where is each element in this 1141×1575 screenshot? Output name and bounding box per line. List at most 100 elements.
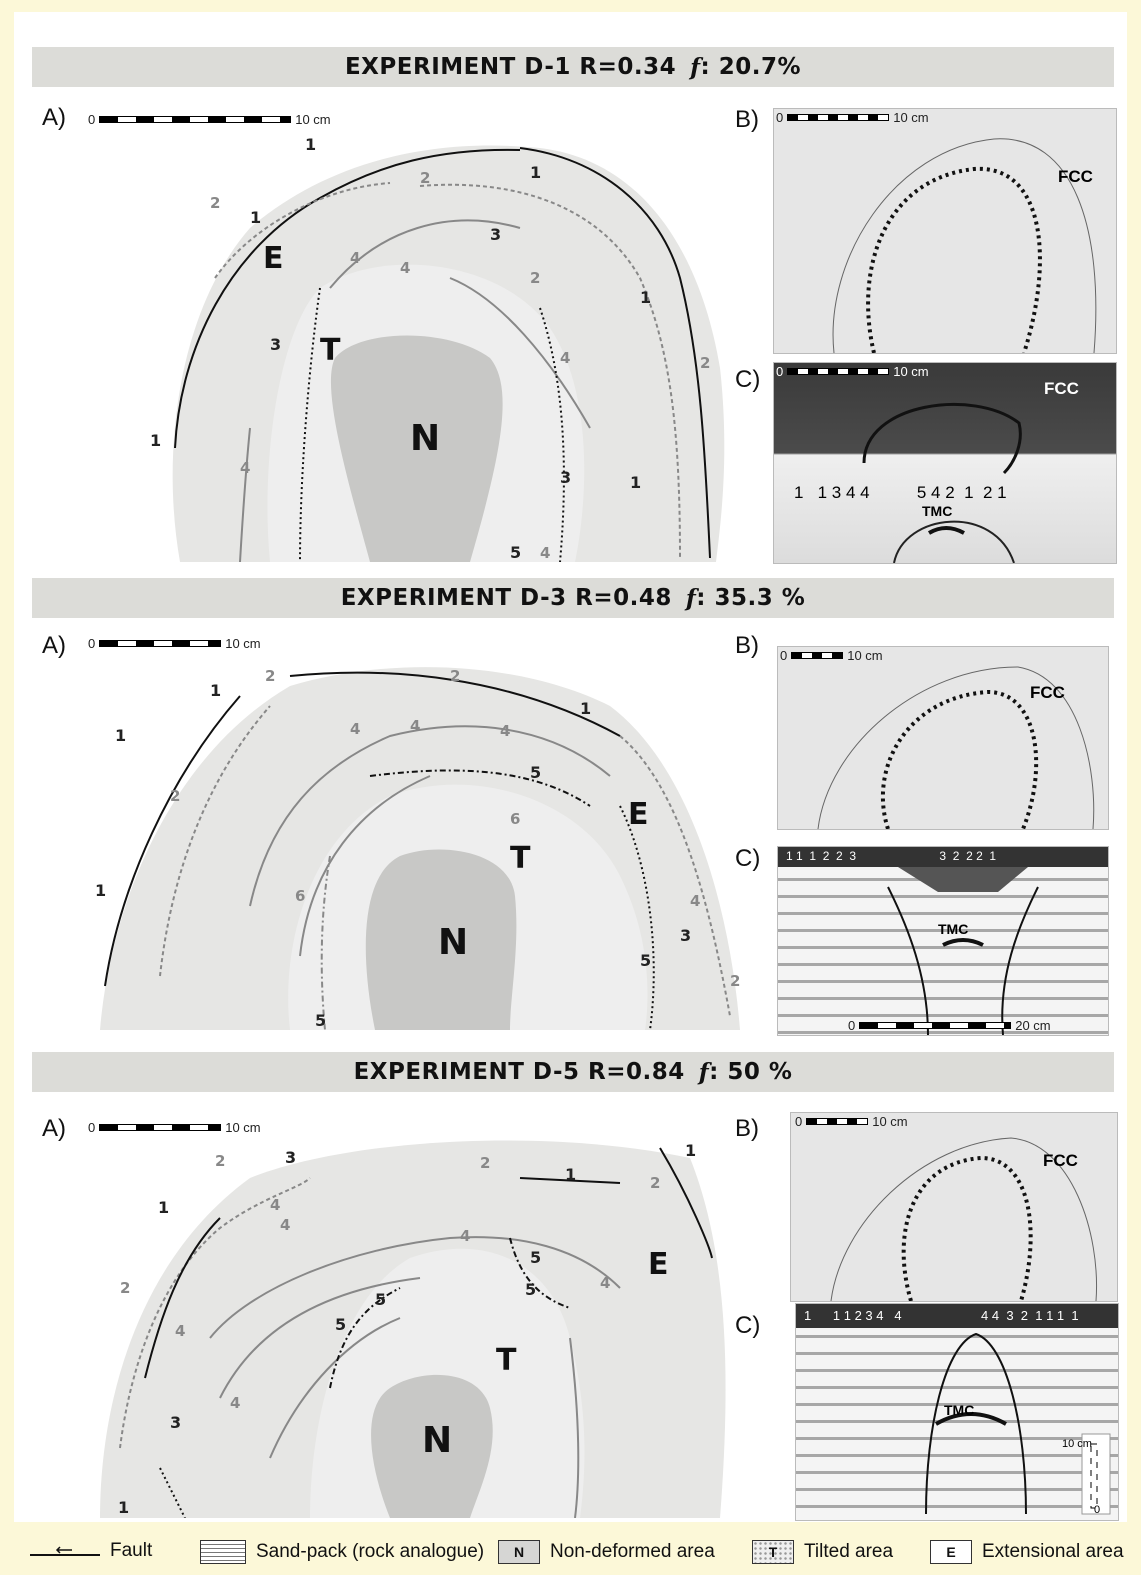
d5-scale-b-zero: 0	[795, 1114, 802, 1129]
svg-text:2: 2	[170, 787, 180, 805]
d3-scale-a-unit: 10 cm	[225, 636, 260, 651]
legend-tilted: T Tilted area	[752, 1540, 893, 1564]
svg-text:4: 4	[690, 892, 700, 910]
svg-text:2: 2	[120, 1279, 130, 1297]
d5-scale-a-zero: 0	[88, 1120, 95, 1135]
d3-panel-c-label: C)	[735, 845, 760, 873]
d5-photo-c: 1 1 1 2 3 4 4 4 4 3 2 1 1 1 1 TMC 10 cm …	[795, 1303, 1119, 1521]
d3-panel-b-label: B)	[735, 632, 759, 660]
d1-fcc-label-b: FCC	[1058, 167, 1093, 187]
svg-text:1: 1	[630, 473, 641, 492]
d5-scale-b: 0 10 cm	[795, 1114, 908, 1129]
svg-text:1: 1	[115, 726, 126, 745]
experiment-d3-f-value: : 35.3 %	[696, 585, 805, 611]
svg-text:1: 1	[530, 163, 541, 182]
legend-fault: Fault	[30, 1540, 152, 1562]
svg-text:3: 3	[680, 926, 691, 945]
svg-text:3: 3	[560, 468, 571, 487]
svg-text:1: 1	[250, 208, 261, 227]
svg-text:4: 4	[460, 1227, 470, 1245]
tilted-swatch-icon: T	[752, 1540, 794, 1564]
d3-fault-map: 1 1 1 1 5 5 3 5 2 2 2 2 4 4 4 4 6 6 E T …	[90, 656, 742, 1030]
experiment-d3-f-symbol: f	[686, 585, 696, 612]
d1-scale-c-zero: 0	[776, 364, 783, 379]
d5-zone-t: T	[496, 1343, 517, 1378]
d3-scale-b-zero: 0	[780, 648, 787, 663]
svg-text:2: 2	[215, 1152, 225, 1170]
svg-text:5: 5	[315, 1011, 326, 1030]
svg-text:4: 4	[400, 259, 410, 277]
d1-scale-b: 0 10 cm	[776, 110, 929, 125]
svg-text:6: 6	[510, 810, 520, 828]
svg-text:5: 5	[375, 1290, 386, 1309]
d1-fcc-label-c: FCC	[1044, 379, 1079, 399]
svg-text:4: 4	[350, 249, 360, 267]
d3-scale-a-zero: 0	[88, 636, 95, 651]
svg-text:2: 2	[700, 354, 710, 372]
d1-scale-c-bar	[787, 368, 889, 375]
svg-text:3: 3	[170, 1413, 181, 1432]
d5-section-numbers: 1 1 1 2 3 4 4 4 4 3 2 1 1 1 1	[804, 1308, 1079, 1323]
d5-scale-b-unit: 10 cm	[872, 1114, 907, 1129]
d3-scale-b-bar	[791, 652, 843, 659]
d3-scale-b-unit: 10 cm	[847, 648, 882, 663]
svg-text:2: 2	[265, 667, 275, 685]
svg-text:3: 3	[490, 225, 501, 244]
legend-non-deformed: N Non-deformed area	[498, 1540, 715, 1564]
d1-photo-b: FCC	[773, 108, 1117, 354]
d5-scale-a-bar	[99, 1124, 221, 1131]
legend-extensional-label: Extensional area	[982, 1541, 1124, 1563]
d1-scale-a-zero: 0	[88, 112, 95, 127]
svg-text:4: 4	[270, 1196, 280, 1214]
d1-panel-b-label: B)	[735, 106, 759, 134]
d1-zone-n: N	[410, 418, 440, 459]
svg-text:1: 1	[150, 431, 161, 450]
extensional-swatch-icon: E	[930, 1540, 972, 1564]
d5-scale-a-unit: 10 cm	[225, 1120, 260, 1135]
svg-text:2: 2	[650, 1174, 660, 1192]
svg-text:2: 2	[730, 972, 740, 990]
svg-text:4: 4	[560, 349, 570, 367]
d5-scale-c-unit: 10 cm	[1062, 1438, 1092, 1450]
d1-section-numbers: 1 1 3 4 4 5 4 2 1 2 1	[794, 483, 1007, 503]
legend-sandpack: Sand-pack (rock analogue)	[200, 1540, 484, 1564]
svg-text:5: 5	[530, 763, 541, 782]
d1-zone-e: E	[263, 241, 284, 276]
d1-panel-c-label: C)	[735, 366, 760, 394]
legend-extensional: E Extensional area	[930, 1540, 1124, 1564]
svg-text:1: 1	[210, 681, 221, 700]
d3-zone-e: E	[628, 797, 649, 832]
svg-text:5: 5	[640, 951, 651, 970]
legend-sandpack-label: Sand-pack (rock analogue)	[256, 1541, 484, 1563]
d5-scale-c-zero: 0	[1094, 1504, 1100, 1516]
d5-scale-b-bar	[806, 1118, 868, 1125]
d5-fault-map: 3 1 1 1 5 5 5 5 1 3 2 2 2 2 4 4 4 4 4 4 …	[100, 1138, 730, 1518]
svg-text:5: 5	[510, 543, 521, 562]
d1-scale-c: 0 10 cm	[776, 364, 929, 379]
svg-text:4: 4	[410, 717, 420, 735]
experiment-d5-f-symbol: f	[699, 1059, 709, 1086]
d1-fault-map: 1 1 1 3 3 3 1 1 1 5 2 2 2 2 4 4 4 4 4 T …	[120, 128, 730, 562]
d5-photo-b: FCC	[790, 1112, 1118, 1302]
experiment-d1-f-symbol: f	[690, 54, 700, 81]
experiment-d1-banner: EXPERIMENT D-1 R=0.34 f : 20.7%	[32, 47, 1114, 87]
svg-text:4: 4	[500, 722, 510, 740]
d5-zone-e: E	[648, 1247, 669, 1282]
svg-text:2: 2	[480, 1154, 490, 1172]
d5-fcc-label-b: FCC	[1043, 1151, 1078, 1171]
svg-text:2: 2	[530, 269, 540, 287]
d3-scale-c: 0 20 cm	[848, 1018, 1051, 1033]
d5-scale-a: 0 10 cm	[88, 1120, 261, 1135]
experiment-d5-title: EXPERIMENT D-5 R=0.84	[354, 1059, 685, 1085]
d1-scale-b-zero: 0	[776, 110, 783, 125]
svg-text:1: 1	[685, 1141, 696, 1160]
d3-zone-t: T	[510, 841, 531, 876]
svg-text:4: 4	[230, 1394, 240, 1412]
d3-scale-c-unit: 20 cm	[1015, 1018, 1050, 1033]
d1-panel-a-label: A)	[42, 104, 66, 132]
d5-zone-n: N	[422, 1420, 452, 1461]
svg-text:2: 2	[210, 194, 220, 212]
legend-non-deformed-label: Non-deformed area	[550, 1541, 715, 1563]
d3-tmc-label: TMC	[938, 921, 968, 937]
d1-scale-a: 0 10 cm	[88, 112, 331, 127]
